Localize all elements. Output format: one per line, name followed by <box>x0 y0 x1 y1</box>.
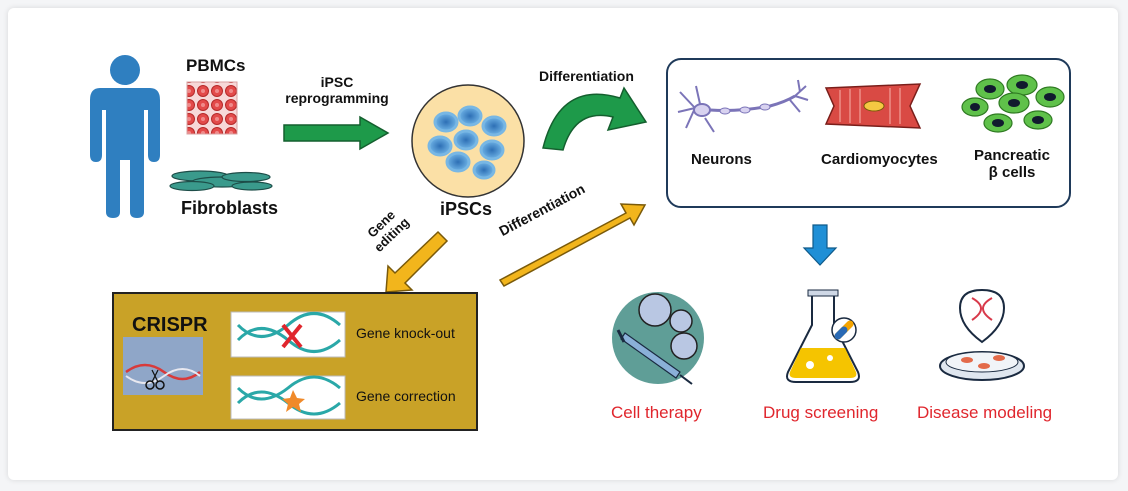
dna-correction-image <box>230 375 346 420</box>
reprogramming-label: iPSC reprogramming <box>278 74 396 106</box>
reprogramming-label-line1: iPSC <box>320 74 354 90</box>
neurons-label: Neurons <box>691 151 752 168</box>
ipscs-label: iPSCs <box>440 199 493 219</box>
pbmcs-label: PBMCs <box>186 56 246 75</box>
gene-correction-label: Gene correction <box>356 388 456 404</box>
dna-knockout-image <box>230 311 346 358</box>
drug-screening-icon <box>786 289 860 383</box>
reprogramming-arrow <box>283 115 390 151</box>
cell-therapy-icon <box>612 292 704 385</box>
cell-therapy-label: Cell therapy <box>611 403 702 422</box>
differentiation-curved-arrow <box>542 86 648 151</box>
gene-editing-arrow <box>385 230 449 293</box>
disease-modeling-icon <box>939 288 1025 381</box>
pancreatic-label-line2: β cells <box>988 164 1036 182</box>
differentiation-diagonal-arrow <box>498 203 647 287</box>
neuron-icon <box>677 79 809 133</box>
crispr-image <box>123 337 203 395</box>
gene-knockout-label: Gene knock-out <box>356 325 455 341</box>
reprogramming-label-line2: reprogramming <box>285 90 389 107</box>
pbmc-image <box>186 81 238 135</box>
crispr-label: CRISPR <box>132 314 208 336</box>
cardiomyocyte-icon <box>824 83 922 129</box>
cardiomyocytes-label: Cardiomyocytes <box>821 151 938 168</box>
ipsc-colony <box>411 84 525 198</box>
fibroblasts-image <box>169 170 273 192</box>
fibroblasts-label: Fibroblasts <box>181 198 279 218</box>
pancreatic-beta-cells-label: Pancreatic β cells <box>968 147 1056 182</box>
cell-types-box <box>666 58 1071 208</box>
pancreatic-label-line1: Pancreatic <box>974 147 1050 164</box>
differentiation-top-label: Differentiation <box>539 68 634 84</box>
applications-arrow <box>802 224 838 266</box>
pancreatic-beta-cells-icon <box>961 74 1065 133</box>
person-icon <box>90 55 160 218</box>
drug-screening-label: Drug screening <box>763 403 879 422</box>
disease-modeling-label: Disease modeling <box>917 403 1053 422</box>
